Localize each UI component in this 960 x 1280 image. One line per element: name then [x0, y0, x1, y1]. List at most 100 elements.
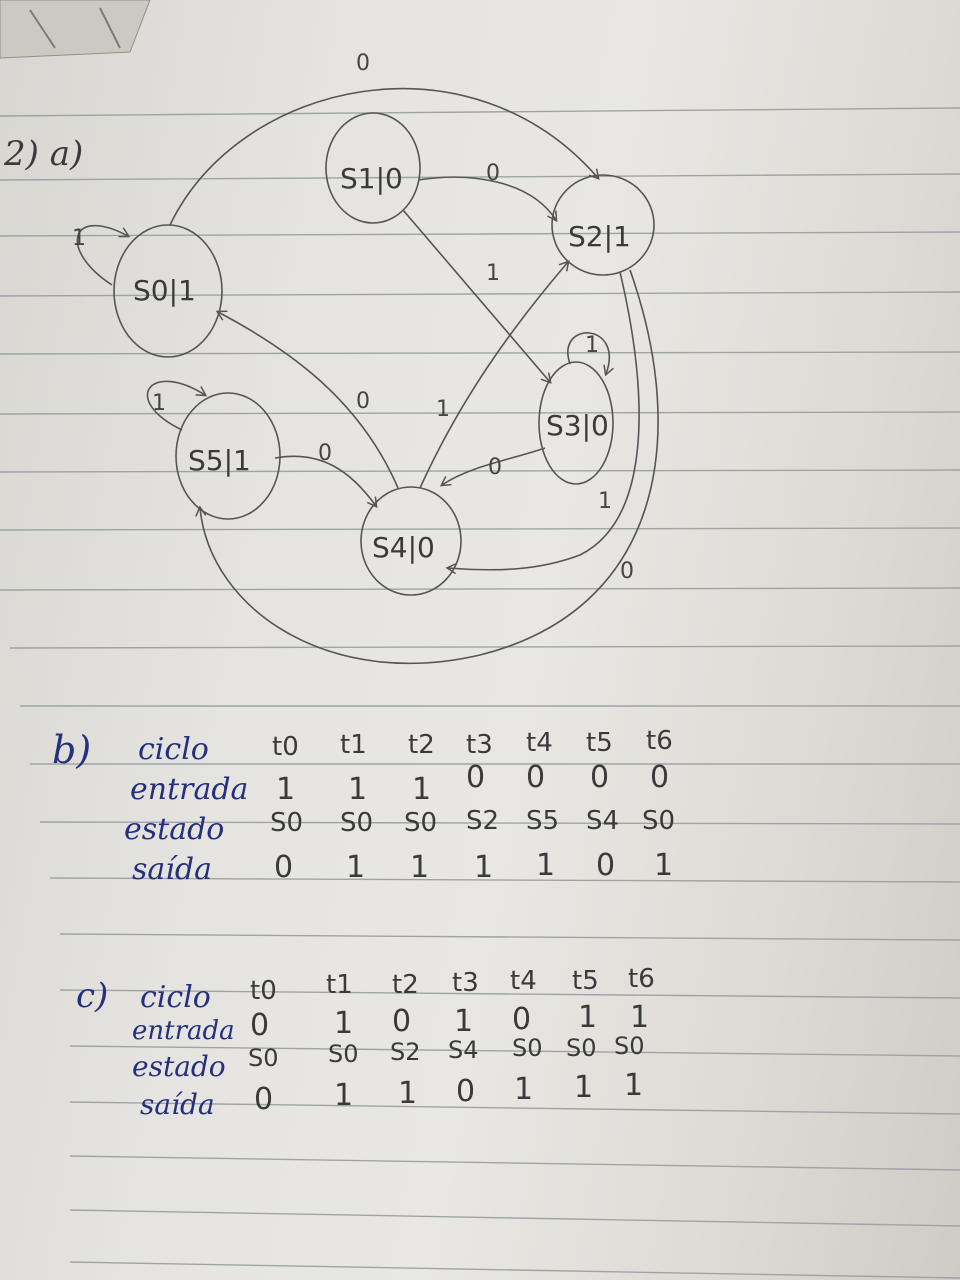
state-s0-circle: [113, 224, 223, 358]
edge-s2-s4-label: 1: [598, 489, 612, 514]
edge-s1-s2: [417, 176, 558, 223]
edge-s2-s5-label: 0: [620, 559, 634, 584]
part-b-ciclo-5: t5: [586, 728, 613, 758]
state-s3-label: S3|0: [546, 409, 609, 442]
state-s4-circle: [360, 486, 462, 596]
part-c-saida-0: 0: [254, 1082, 274, 1117]
part-c-entrada-0: 0: [250, 1008, 270, 1043]
part-c-saida-2: 1: [398, 1076, 418, 1111]
part-c-ciclo-3: t3: [452, 968, 479, 998]
part-c-entrada-4: 0: [512, 1002, 532, 1037]
edge-s5-s5-label: 1: [152, 391, 166, 416]
part-c-estado-0: S0: [248, 1044, 279, 1072]
edge-s3-s4-label: 0: [488, 455, 502, 480]
edge-s0-s0: [76, 224, 131, 286]
edge-s0-s2-label: 0: [356, 51, 370, 76]
part-c-ciclo-5: t5: [572, 966, 599, 996]
edge-s5-s4-label: 0: [318, 441, 332, 466]
part-c-row-entrada-label: entrada: [132, 1016, 235, 1046]
part-b-ciclo-1: t1: [340, 730, 367, 760]
part-b-entrada-4: 0: [526, 760, 546, 795]
edge-s1-s3-label: 1: [486, 261, 500, 286]
part-b-row-ciclo-label: ciclo: [138, 732, 209, 767]
part-c-ciclo-6: t6: [628, 964, 655, 994]
edge-s3-s3: [567, 332, 614, 377]
state-s1-label: S1|0: [340, 162, 403, 195]
part-b-row-saida-label: saída: [132, 852, 212, 887]
part-c-estado-4: S0: [512, 1034, 543, 1062]
part-c-saida-4: 1: [514, 1072, 534, 1107]
edge-s5-s4: [274, 455, 378, 509]
part-c-ciclo-2: t2: [392, 970, 419, 1000]
part-b-saida-2: 1: [410, 850, 430, 885]
part-c-estado-3: S4: [448, 1036, 479, 1064]
part-b-row-estado-label: estado: [124, 812, 225, 847]
state-s5-circle: [175, 392, 281, 520]
part-b-entrada-3: 0: [466, 760, 486, 795]
question-label: 2) a): [4, 134, 84, 174]
part-b-estado-6: S0: [642, 806, 676, 836]
edge-s4-s2: [419, 260, 570, 489]
part-b-ciclo-0: t0: [272, 732, 299, 762]
edge-s5-s5: [146, 380, 208, 431]
part-b-estado-2: S0: [404, 808, 438, 838]
part-b-ciclo-4: t4: [526, 728, 553, 758]
part-b-row-entrada-label: entrada: [130, 772, 249, 807]
part-c-saida-6: 1: [624, 1068, 644, 1103]
state-s0-label: S0|1: [133, 274, 196, 307]
part-b-saida-0: 0: [274, 850, 294, 885]
part-c-ciclo-4: t4: [510, 966, 537, 996]
part-c-saida-1: 1: [334, 1078, 354, 1113]
part-b-estado-1: S0: [340, 808, 374, 838]
state-s2-label: S2|1: [568, 220, 631, 253]
edge-s2-s4: [445, 271, 640, 575]
part-c-estado-2: S2: [390, 1038, 421, 1066]
part-c-row-ciclo-label: ciclo: [140, 980, 211, 1015]
part-b-estado-4: S5: [526, 806, 560, 836]
edge-s3-s4: [439, 447, 546, 487]
part-c-estado-6: S0: [614, 1032, 645, 1060]
part-c-entrada-2: 0: [392, 1004, 412, 1039]
part-b-ciclo-2: t2: [408, 730, 435, 760]
edge-s4-s2-label: 1: [436, 397, 450, 422]
edge-s4-s0: [215, 310, 399, 489]
part-c-label: c): [76, 976, 109, 1016]
edge-s3-s3-label: 1: [585, 333, 599, 358]
part-c-row-saida-label: saída: [140, 1088, 215, 1121]
part-c-estado-1: S0: [328, 1040, 359, 1068]
part-b-entrada-0: 1: [276, 772, 296, 807]
part-c-row-estado-label: estado: [132, 1050, 226, 1083]
part-b-saida-5: 0: [596, 848, 616, 883]
part-b-ciclo-6: t6: [646, 726, 673, 756]
part-c-ciclo-0: t0: [250, 976, 277, 1006]
state-s3-circle: [538, 361, 614, 485]
part-b-label: b): [52, 728, 92, 772]
edge-s1-s2-label: 0: [486, 161, 500, 186]
part-b-estado-3: S2: [466, 806, 500, 836]
part-c-estado-5: S0: [566, 1034, 597, 1062]
edge-s0-s0-label: 1: [72, 226, 86, 251]
edge-s0-s2: [169, 88, 600, 226]
part-c-entrada-6: 1: [630, 1000, 650, 1035]
part-b-entrada-5: 0: [590, 760, 610, 795]
edge-s1-s3: [402, 209, 552, 384]
state-s1-circle: [325, 112, 421, 224]
part-c-ciclo-1: t1: [326, 970, 353, 1000]
part-b-estado-0: S0: [270, 808, 304, 838]
state-s2-circle: [551, 174, 655, 276]
part-c-entrada-5: 1: [578, 1000, 598, 1035]
state-diagram: S0|1 S1|0 S2|1 S3|0 S4|0 S5|1 1 0 0 1 1 …: [72, 51, 659, 665]
part-b-saida-3: 1: [474, 850, 494, 885]
part-b-entrada-1: 1: [348, 772, 368, 807]
part-b-saida-4: 1: [536, 848, 556, 883]
state-s5-label: S5|1: [188, 444, 251, 477]
state-s4-label: S4|0: [372, 531, 435, 564]
part-b-saida-1: 1: [346, 850, 366, 885]
part-c-saida-3: 0: [456, 1074, 476, 1109]
part-b-estado-5: S4: [586, 806, 620, 836]
part-b-ciclo-3: t3: [466, 730, 493, 760]
part-c-entrada-1: 1: [334, 1006, 354, 1041]
part-b-saida-6: 1: [654, 848, 674, 883]
